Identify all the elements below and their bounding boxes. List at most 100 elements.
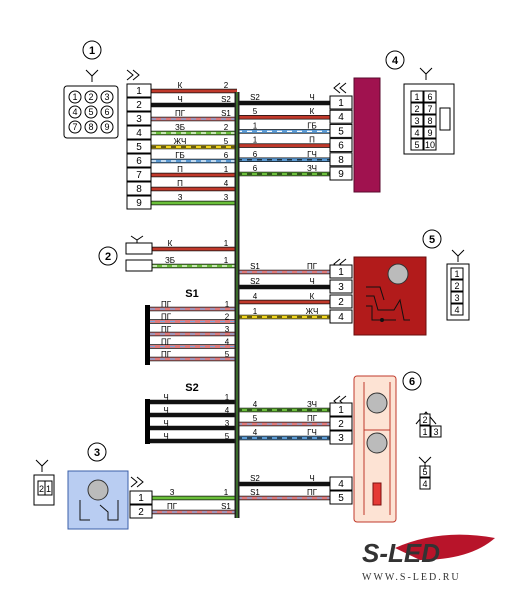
wire-code: ЗЧ bbox=[307, 164, 317, 173]
wire-code: ГЧ bbox=[307, 150, 317, 159]
connector-4-pin-box bbox=[329, 109, 353, 124]
connector-1-pin-box bbox=[126, 139, 152, 154]
connector-1-pin: 2 bbox=[136, 100, 142, 111]
connector-5-face-cell bbox=[450, 279, 464, 292]
wire-end: 5 bbox=[224, 137, 229, 146]
connector-6-pin-box bbox=[329, 476, 353, 491]
wire-end: S2 bbox=[250, 474, 260, 483]
plug-arrow-icon bbox=[126, 69, 140, 81]
connector-5-pin-box bbox=[329, 294, 353, 309]
connector-4-face-label: 9 bbox=[427, 128, 432, 138]
connector-6-pin-box bbox=[329, 416, 353, 431]
wire-end: 2 bbox=[224, 81, 229, 90]
connector-1-socket-label: 1 bbox=[72, 92, 77, 102]
connector-4-face-cell bbox=[410, 90, 424, 103]
wire-code: К bbox=[178, 81, 183, 90]
wire-end: 5 bbox=[253, 107, 258, 116]
wire-code: ЗБ bbox=[165, 256, 175, 265]
connector-4-pin-box bbox=[329, 166, 353, 181]
wire-end: 6 bbox=[253, 164, 258, 173]
connector-1-pin-box bbox=[126, 125, 152, 140]
wire-code: Ч bbox=[177, 95, 182, 104]
connector-6-pin: 5 bbox=[338, 493, 344, 504]
wire-code: П bbox=[177, 179, 183, 188]
connector-1-socket-label: 4 bbox=[72, 107, 77, 117]
connector-1-pin: 3 bbox=[136, 114, 142, 125]
connector-4-face-cell bbox=[423, 126, 437, 139]
connector-4-face-cell bbox=[423, 102, 437, 115]
wire-code: ПГ bbox=[175, 109, 186, 118]
motor-icon bbox=[366, 392, 388, 414]
wire-end: 1 bbox=[224, 256, 229, 265]
connector-1-socket bbox=[68, 90, 82, 104]
wire-end: S2 bbox=[250, 93, 260, 102]
wire-code: ПГ bbox=[161, 325, 172, 334]
wire-end: S1 bbox=[221, 502, 231, 511]
connector-5-face-cell bbox=[450, 291, 464, 304]
component-3-number: 3 bbox=[94, 447, 100, 459]
connector-3-pin-box bbox=[129, 490, 153, 505]
connector-1-pin-box bbox=[126, 111, 152, 126]
connector-1-pin: 4 bbox=[136, 128, 142, 139]
wire-end: 1 bbox=[225, 300, 230, 309]
connector-6-pin: 3 bbox=[338, 433, 344, 444]
wire-code: К bbox=[310, 292, 315, 301]
connector-1-pin: 6 bbox=[136, 156, 142, 167]
wire-code: ГБ bbox=[175, 151, 185, 160]
wire-code: З bbox=[178, 193, 183, 202]
connector-4-face-cell bbox=[410, 138, 424, 151]
connector-3-face-label: 1 bbox=[46, 484, 51, 494]
brand-logo-text: S-LED bbox=[362, 538, 440, 568]
connector-1-pin: 5 bbox=[136, 142, 142, 153]
wire-code: К bbox=[310, 107, 315, 116]
connector-4-face-label: 10 bbox=[425, 140, 435, 150]
wire-end: 5 bbox=[225, 432, 230, 441]
wire-code: ПГ bbox=[161, 300, 172, 309]
connector-1-socket bbox=[100, 120, 114, 134]
wire-end: 4 bbox=[225, 406, 230, 415]
wire-end: 3 bbox=[225, 325, 230, 334]
connector-1-pin-box bbox=[126, 195, 152, 210]
wire-code: Ч bbox=[163, 432, 168, 441]
wire-code: ЗЧ bbox=[307, 400, 317, 409]
plug-arrow-icon bbox=[333, 82, 347, 94]
motor-icon bbox=[87, 479, 109, 501]
wire-end: 4 bbox=[225, 338, 230, 347]
connector-1-pin-box bbox=[126, 97, 152, 112]
connector-4-face-label: 4 bbox=[414, 128, 419, 138]
wire-end: S1 bbox=[221, 109, 231, 118]
connector-6-pin-box bbox=[329, 430, 353, 445]
wire-code: П bbox=[309, 136, 315, 145]
connector-4-face-cell bbox=[423, 90, 437, 103]
wire-end: 5 bbox=[225, 350, 230, 359]
wire-code: Ч bbox=[163, 393, 168, 402]
connector-4-face-cell bbox=[410, 114, 424, 127]
connector-6-face-cell bbox=[419, 425, 431, 438]
connector-5-pin: 1 bbox=[338, 267, 344, 278]
connector-1-pin: 8 bbox=[136, 184, 142, 195]
connector-6-pin: 2 bbox=[338, 419, 344, 430]
connector-4-face-label: 7 bbox=[427, 104, 432, 114]
wire-code: ПГ bbox=[161, 313, 172, 322]
wire-code: З bbox=[170, 488, 175, 497]
connector-symbol-icon bbox=[418, 456, 432, 469]
connector-4-pin: 9 bbox=[338, 169, 344, 180]
connector-1-socket bbox=[100, 90, 114, 104]
connector-1-pin: 7 bbox=[136, 170, 142, 181]
component-2: 2 bbox=[98, 235, 153, 272]
brand-url: WWW.S-LED.RU bbox=[362, 572, 461, 583]
wire-code: Ч bbox=[309, 277, 314, 286]
connector-5-pin: 2 bbox=[338, 297, 344, 308]
wire-end: S1 bbox=[250, 488, 260, 497]
wire-code: Ч bbox=[309, 93, 314, 102]
connector-1-socket-label: 2 bbox=[88, 92, 93, 102]
